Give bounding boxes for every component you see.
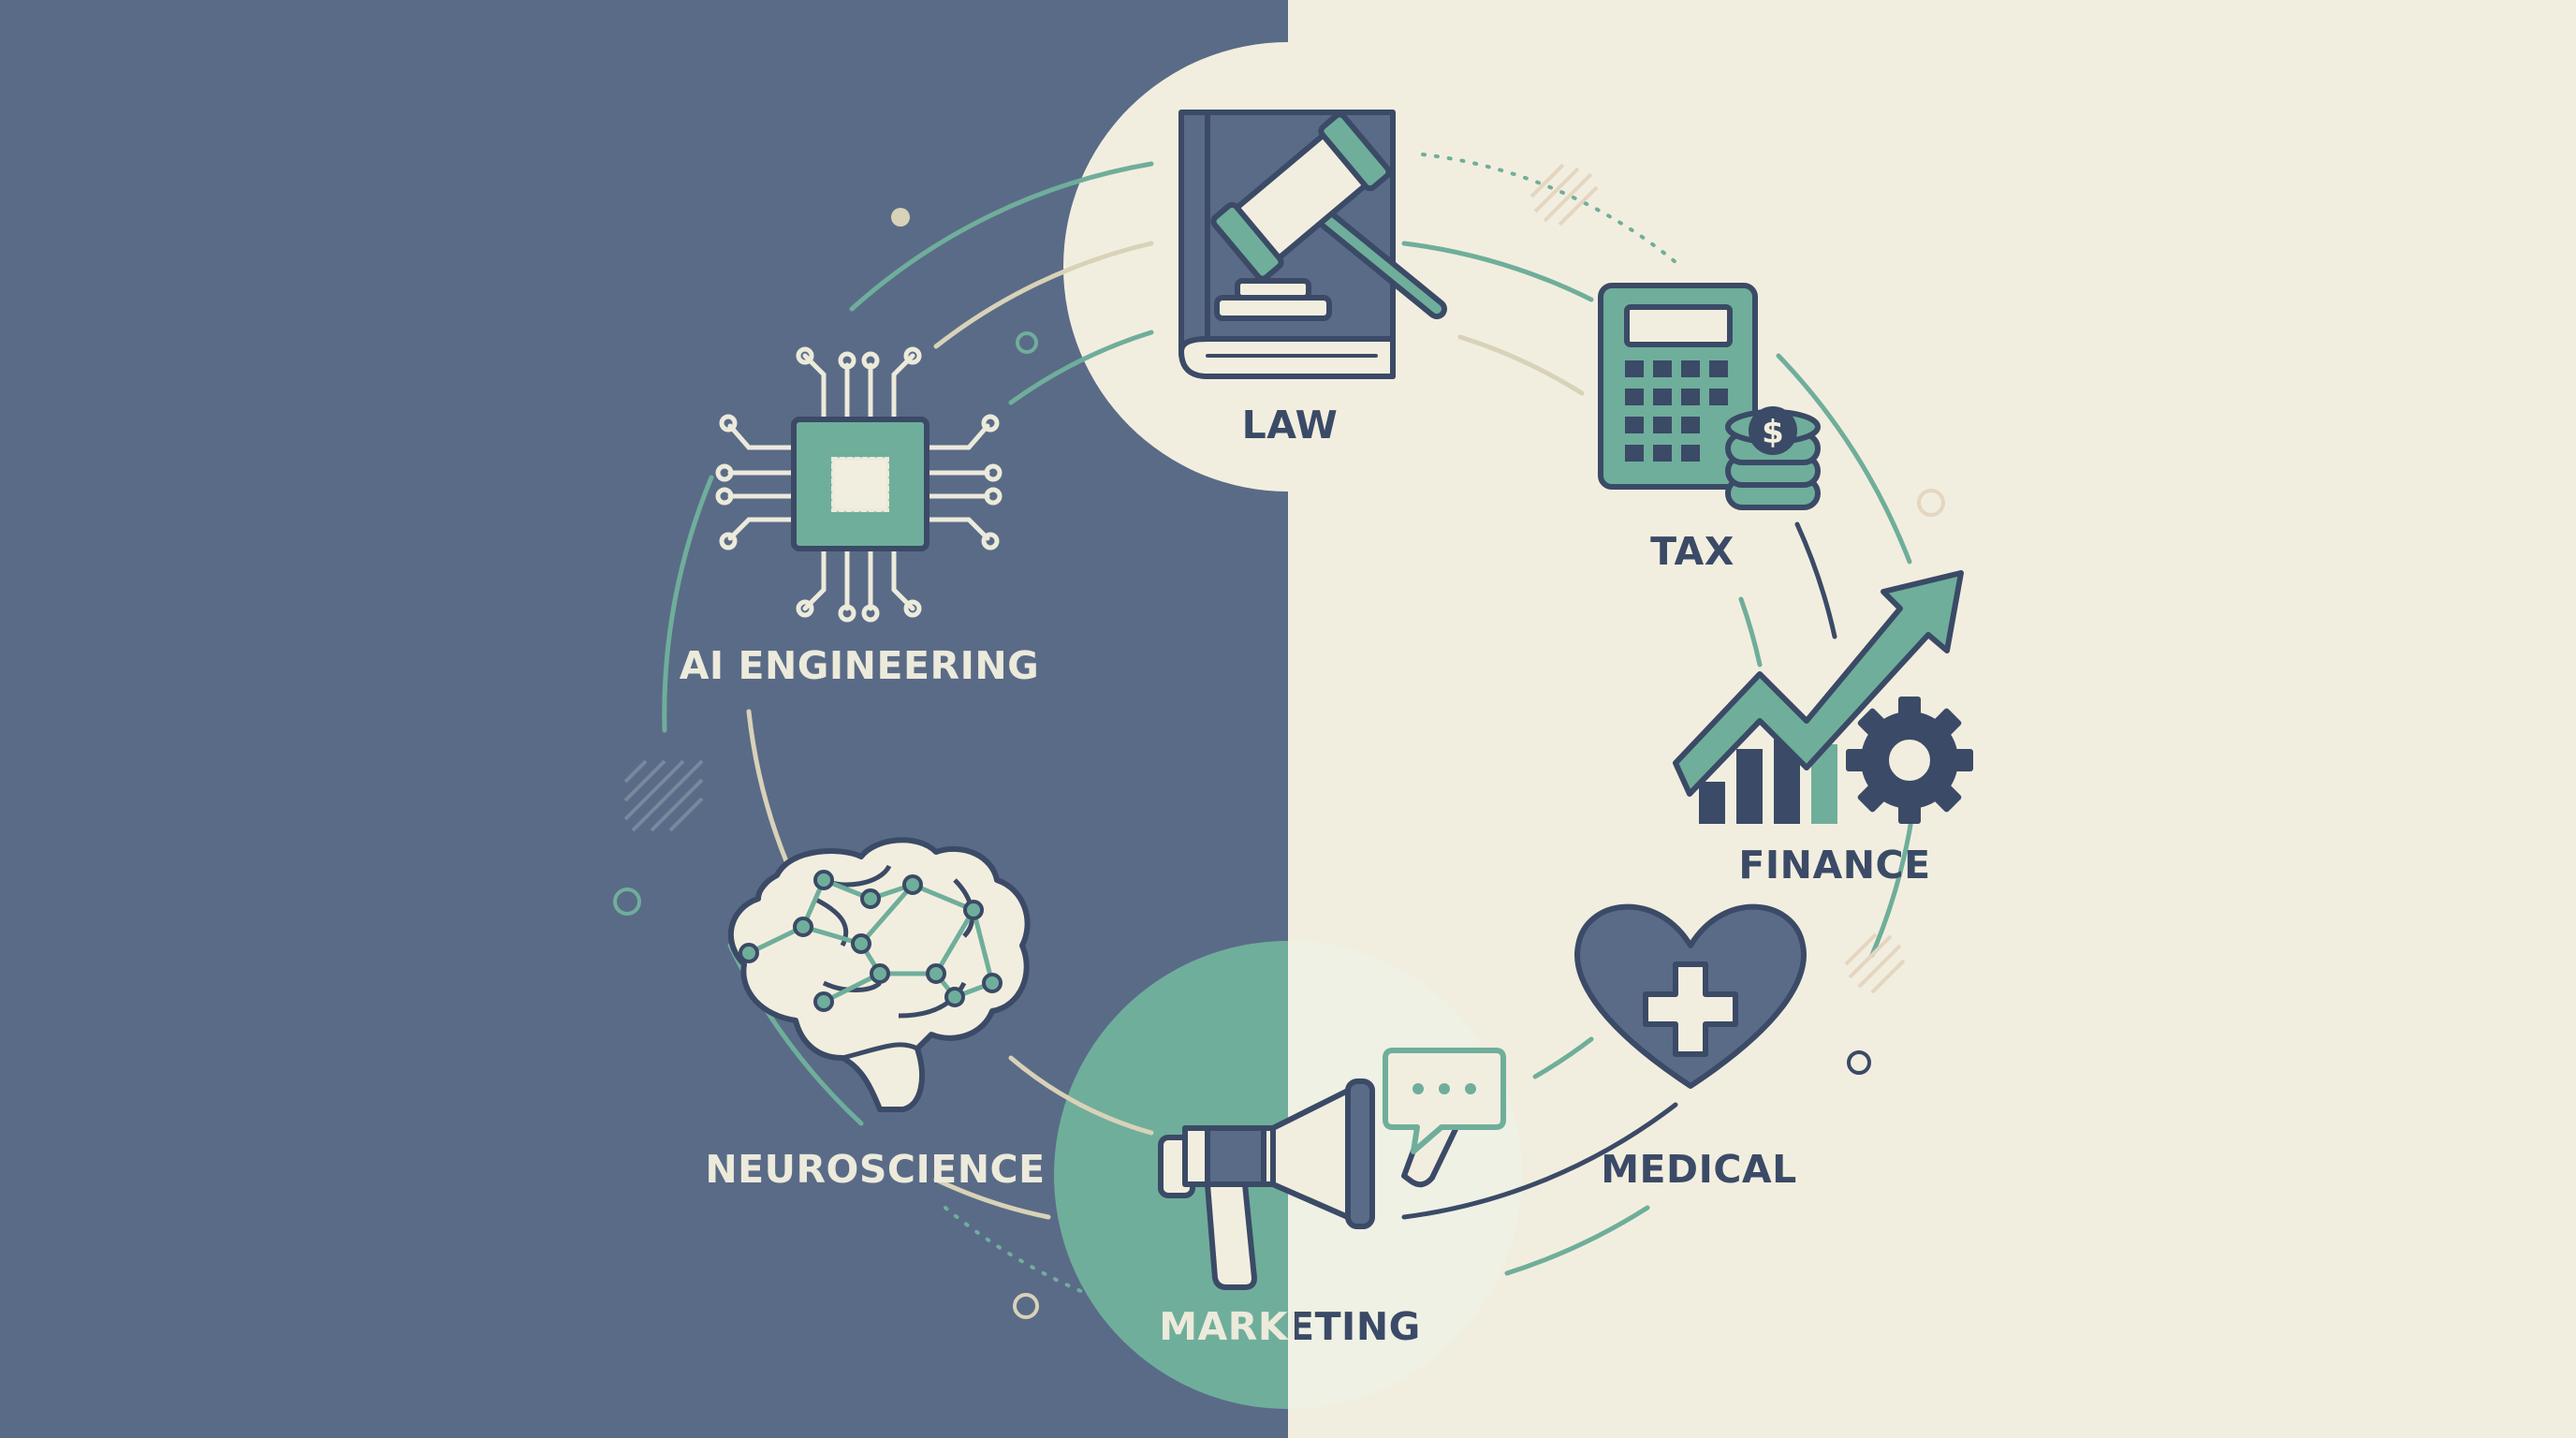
hatch-circle [1530,163,1599,227]
brain-network-icon [727,837,1031,1112]
ring-arc [1457,334,1585,396]
deco-ring [613,888,641,916]
node-label-ai-engineering: AI ENGINEERING [679,643,1040,688]
growth-chart-gear-icon [1673,570,1973,824]
ring-arc [1401,241,1594,302]
ring-arc [746,709,789,864]
deco-ring [1847,1050,1871,1075]
deco-ring [1917,489,1945,517]
node-label-tax: TAX [1650,529,1734,574]
ring-arc-dotted [944,1206,1134,1313]
ring-arc [933,1177,1051,1220]
svg-text:$: $ [1762,414,1784,451]
ring-arc [1401,1102,1678,1220]
heart-cross-icon [1574,903,1807,1089]
ring-arc [849,161,1154,312]
calculator-coins-icon: $ [1598,283,1821,510]
node-label-law: LAW [1241,403,1339,448]
decorations [613,163,1945,1319]
ring-arc [662,475,714,733]
node-label-finance: FINANCE [1738,843,1931,888]
cycle-ring [662,153,1922,1313]
node-label-neuroscience: NEUROSCIENCE [705,1147,1046,1192]
node-label-marketing: MARKETING [1159,1304,1421,1349]
ring-arc [1008,330,1154,405]
ring-arc [933,241,1154,349]
ring-arc [1504,1205,1650,1276]
deco-ring [1016,331,1038,354]
hatch-circle [1844,932,1906,994]
neural-network-nodes [739,870,1003,1012]
gavel-book-icon [1178,110,1447,379]
ring-arc [1738,596,1763,668]
ring-arc [1532,1036,1594,1079]
ring-arc [1776,353,1912,565]
ring-arc [1794,521,1837,639]
hatch-square [623,759,704,832]
node-label-medical: MEDICAL [1601,1147,1797,1192]
megaphone-chat-icon [1158,1048,1506,1290]
microchip-icon [715,346,1003,623]
deco-dot [891,208,910,227]
deco-ring [1013,1293,1039,1319]
ring-arc [1008,1055,1154,1136]
